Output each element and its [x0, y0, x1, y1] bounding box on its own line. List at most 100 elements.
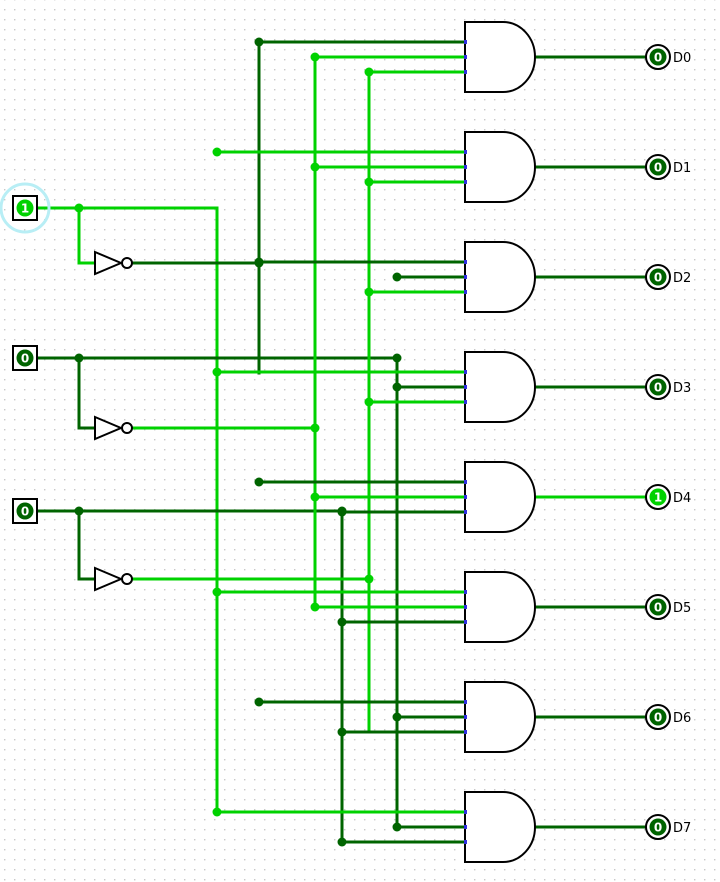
gate-input-marker: [464, 55, 467, 59]
gate-input-marker: [464, 180, 467, 184]
and-gate-body: [464, 461, 536, 533]
output-pin-d7[interactable]: 0 D7: [645, 814, 691, 840]
wire-junction: [364, 67, 374, 77]
gate-input-marker: [464, 510, 467, 514]
wire-input-a: [34, 206, 219, 816]
output-pin-value: 1: [654, 491, 662, 505]
output-pin-led: [649, 48, 667, 66]
wire-to-not-a: [77, 206, 97, 265]
wire-junction: [254, 258, 264, 268]
output-pin-d6[interactable]: 0 D6: [645, 704, 691, 730]
wire-junction: [364, 177, 374, 187]
output-pin-led: [649, 378, 667, 396]
output-pin-d4[interactable]: 1 D4: [645, 484, 691, 510]
input-pin-value: 0: [21, 352, 29, 366]
wire-junction: [212, 807, 222, 817]
output-pin-led: [649, 708, 667, 726]
wire-junction: [212, 587, 222, 597]
and-gate-body: [464, 21, 536, 93]
gates-layer: [94, 21, 536, 863]
wire-junction: [337, 837, 347, 847]
output-label: D5: [673, 601, 691, 616]
output-pin-value: 0: [654, 821, 662, 835]
gate-input-marker: [464, 495, 467, 499]
and-gate-icon[interactable]: [464, 571, 536, 643]
wire-junction: [364, 397, 374, 407]
output-pin-value: 0: [654, 51, 662, 65]
wire-junction: [254, 37, 264, 47]
wire-junction: [364, 574, 374, 584]
wire-junction: [364, 287, 374, 297]
gate-input-marker: [464, 605, 467, 609]
output-label: D6: [673, 711, 691, 726]
and-gate-icon[interactable]: [464, 791, 536, 863]
and-gate-body: [464, 351, 536, 423]
wire-junction: [392, 822, 402, 832]
wire-junction: [310, 52, 320, 62]
output-pin-value: 0: [654, 161, 662, 175]
gate-input-marker: [464, 150, 467, 154]
wire-junction: [337, 506, 347, 516]
output-pin-led: [649, 158, 667, 176]
and-gate-icon[interactable]: [464, 131, 536, 203]
and-gate-icon[interactable]: [464, 461, 536, 533]
wire-junction: [212, 367, 222, 377]
input-pin-led: [16, 502, 34, 520]
input-pin-value: 0: [21, 505, 29, 519]
selection-ring: [0, 182, 51, 234]
not-gate-icon[interactable]: [94, 566, 133, 592]
not-gate-icon[interactable]: [94, 415, 133, 441]
wire-junction: [310, 602, 320, 612]
gate-input-marker: [464, 810, 467, 814]
gate-input-marker: [464, 165, 467, 169]
output-pin-value: 0: [654, 601, 662, 615]
output-label: D7: [673, 821, 691, 836]
not-gate-body: [94, 250, 124, 276]
input-pin-1[interactable]: 0: [12, 345, 38, 371]
wire-junction: [392, 353, 402, 363]
and-gate-body: [464, 681, 536, 753]
output-pin-led: [649, 818, 667, 836]
gate-input-marker: [464, 370, 467, 374]
gate-input-marker: [464, 715, 467, 719]
output-pin-value: 0: [654, 381, 662, 395]
and-gate-body: [464, 131, 536, 203]
output-pin-led: [649, 488, 667, 506]
wire-junction: [212, 147, 222, 157]
gate-input-marker: [464, 70, 467, 74]
not-gate-bubble: [121, 573, 133, 585]
and-gate-icon[interactable]: [464, 681, 536, 753]
wire-to-not-c: [77, 509, 97, 581]
output-pin-value: 0: [654, 271, 662, 285]
output-pin-d5[interactable]: 0 D5: [645, 594, 691, 620]
wire-junction: [337, 727, 347, 737]
gate-input-marker: [464, 385, 467, 389]
output-label: D4: [673, 491, 691, 506]
and-gate-icon[interactable]: [464, 351, 536, 423]
and-gate-body: [464, 791, 536, 863]
gate-input-marker: [464, 840, 467, 844]
not-gate-icon[interactable]: [94, 250, 133, 276]
wire-junction: [392, 712, 402, 722]
input-pin-0[interactable]: 1: [0, 182, 51, 234]
gate-input-marker: [464, 290, 467, 294]
gate-input-marker: [464, 700, 467, 704]
gate-input-marker: [464, 730, 467, 734]
and-gate-icon[interactable]: [464, 21, 536, 93]
gate-input-marker: [464, 260, 467, 264]
wire-junction: [74, 506, 84, 516]
and-gate-icon[interactable]: [464, 241, 536, 313]
output-pin-led: [649, 268, 667, 286]
input-pin-2[interactable]: 0: [12, 498, 38, 524]
output-pin-value: 0: [654, 711, 662, 725]
gate-input-marker: [464, 480, 467, 484]
wire-junction: [310, 423, 320, 433]
not-gate-body: [94, 415, 124, 441]
and-gate-body: [464, 571, 536, 643]
